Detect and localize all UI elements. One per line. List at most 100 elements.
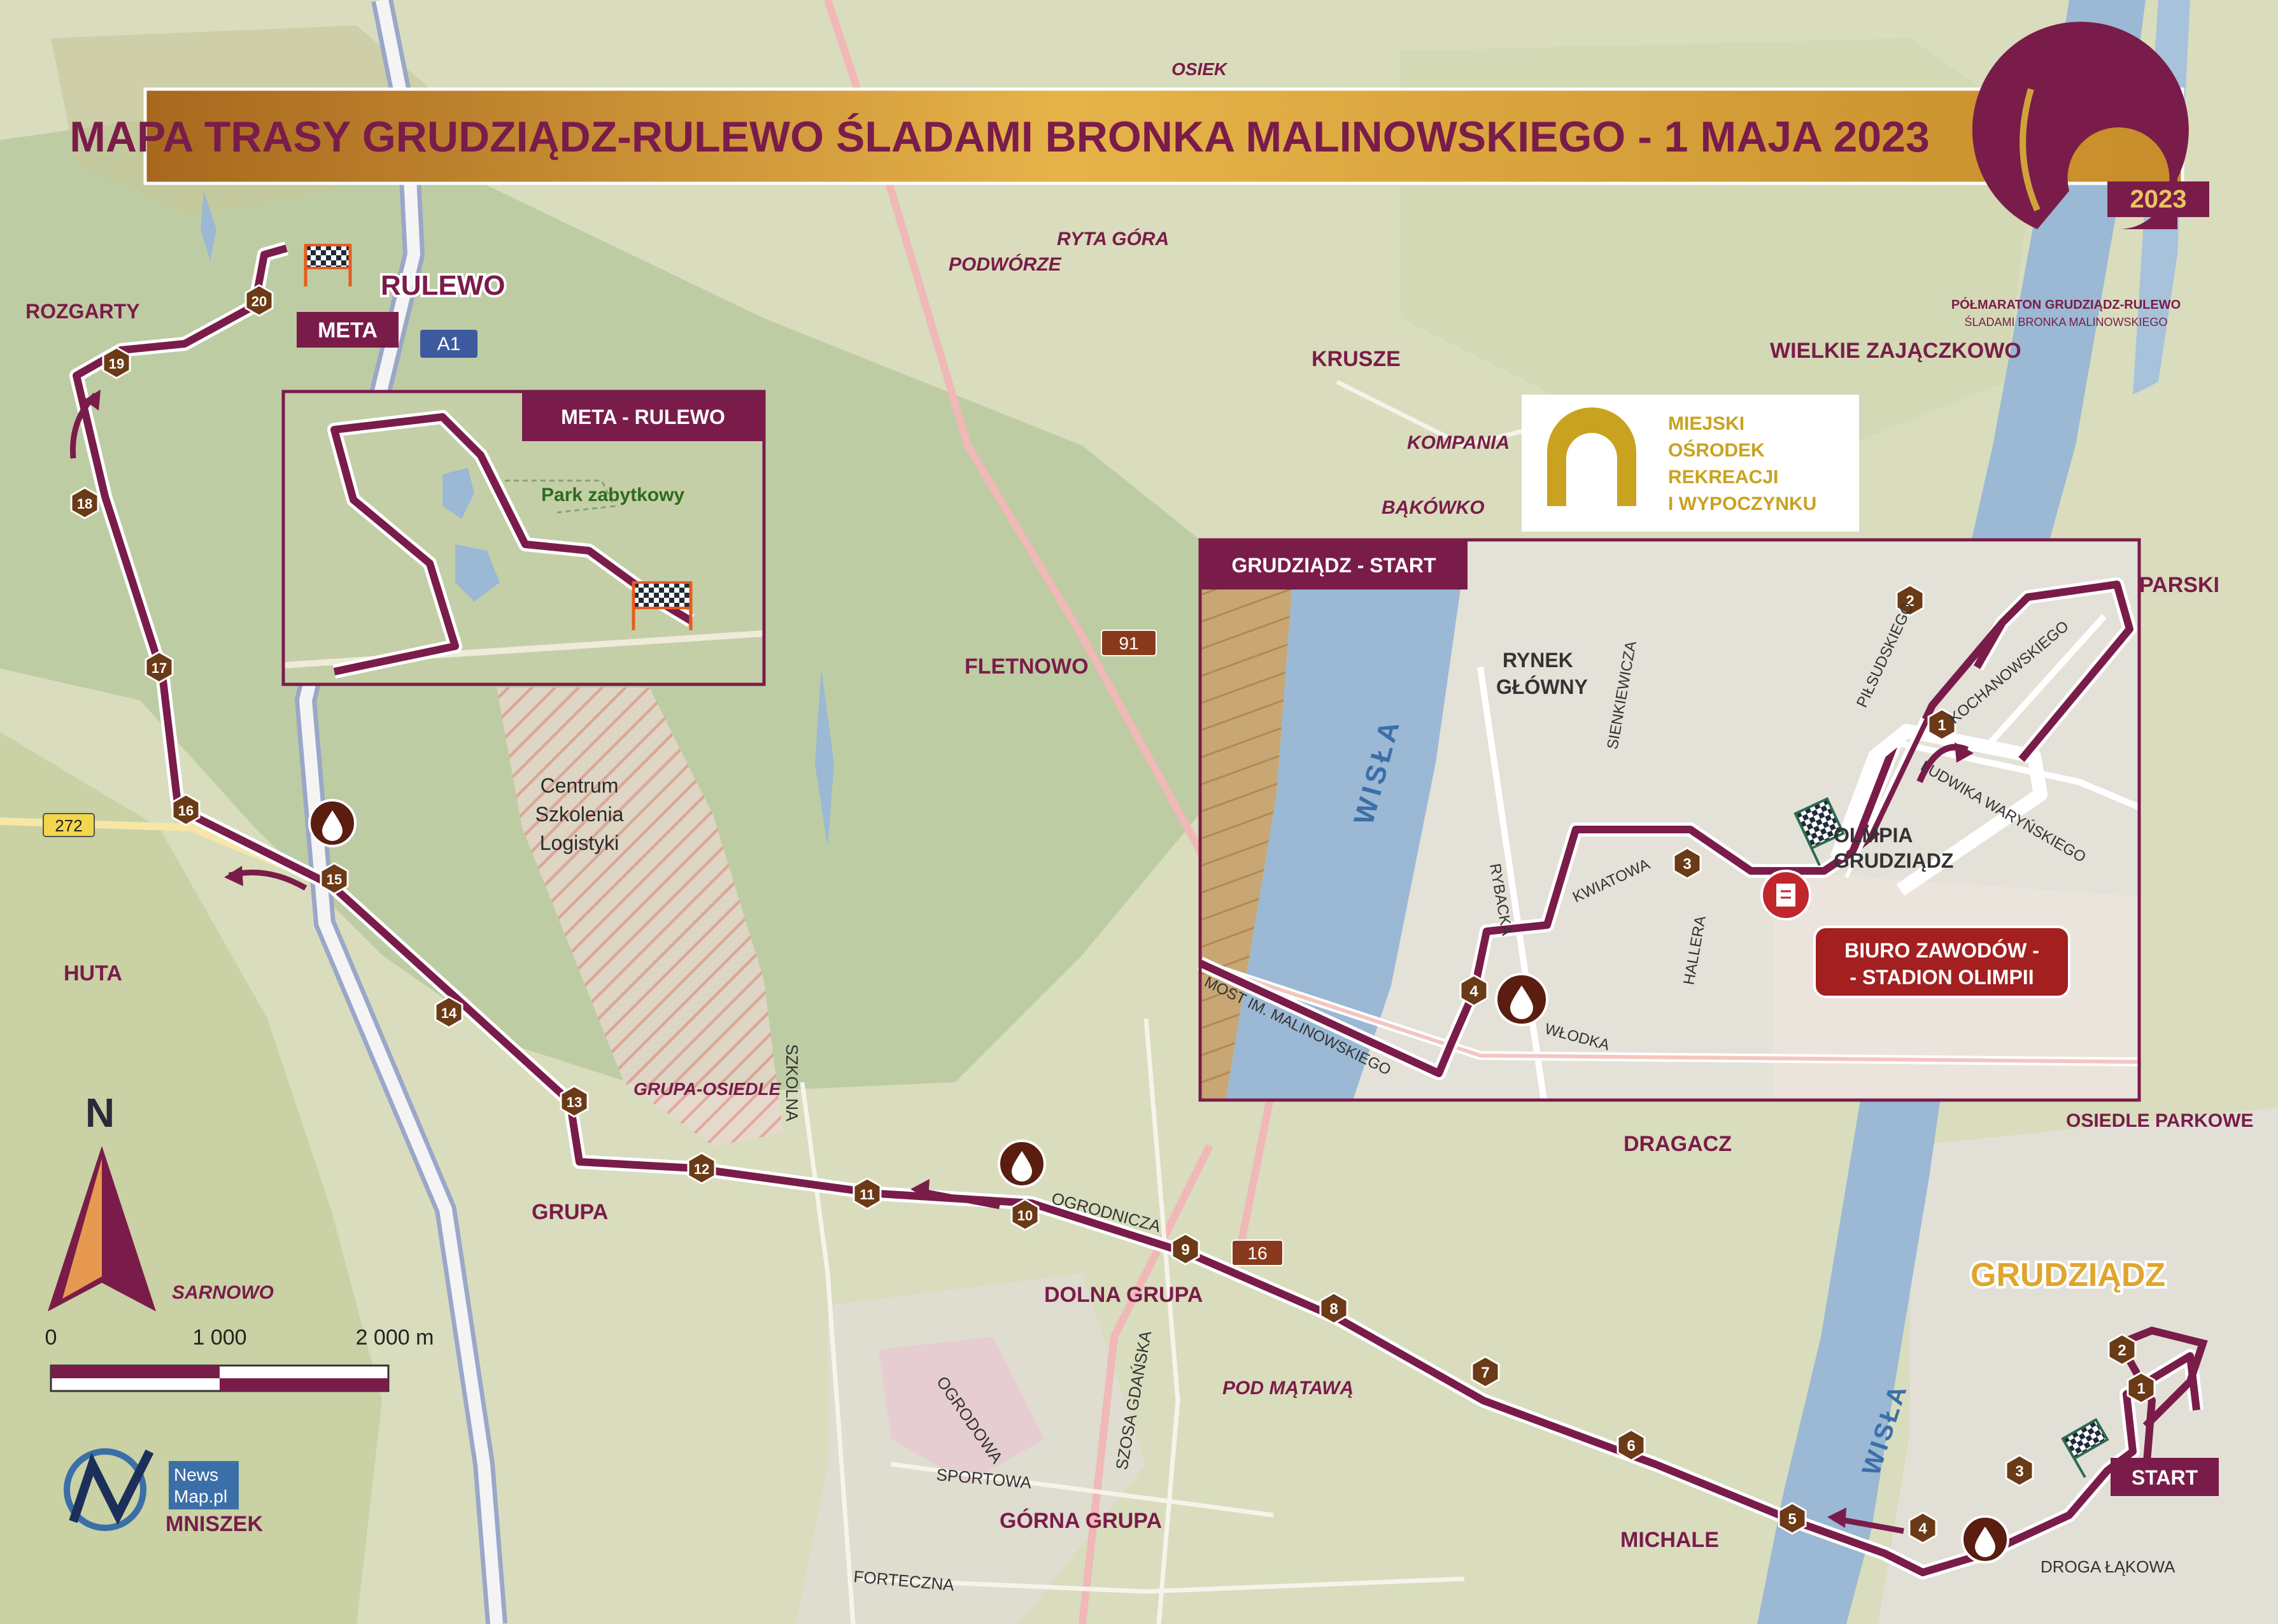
label-ryta-gora: RYTA GÓRA: [1057, 228, 1169, 250]
label-grupa-osiedle: GRUPA-OSIEDLE: [633, 1079, 782, 1099]
km-marker: 19: [102, 346, 131, 379]
km-marker: 6: [1617, 1429, 1646, 1462]
km-marker: 8: [1319, 1292, 1348, 1325]
svg-text:12: 12: [694, 1161, 709, 1177]
svg-text:START: START: [2132, 1466, 2198, 1489]
sponsor-box: MIEJSKI OŚRODEK REKREACJI I WYPOCZYNKU: [1522, 395, 1859, 532]
svg-text:Centrum: Centrum: [541, 774, 619, 797]
svg-text:18: 18: [77, 496, 92, 512]
label-olimpia: OLMPIA: [1834, 824, 1913, 847]
water-station-icon: [308, 799, 357, 847]
finish-flag-icon: [632, 581, 693, 630]
label-dolna-grupa: DOLNA GRUPA: [1044, 1283, 1203, 1307]
svg-text:1: 1: [2137, 1380, 2145, 1397]
street-szkolna: SZKOLNA: [782, 1044, 802, 1122]
svg-text:A1: A1: [437, 334, 461, 355]
svg-text:Logistyki: Logistyki: [540, 831, 619, 854]
north-label: N: [85, 1090, 115, 1136]
label-huta: HUTA: [64, 961, 122, 985]
svg-text:10: 10: [1017, 1208, 1033, 1224]
label-michale: MICHALE: [1620, 1528, 1719, 1552]
svg-text:5: 5: [1788, 1511, 1796, 1528]
sponsor-logo-icon: [1547, 407, 1636, 506]
finish-flag-icon: [304, 244, 352, 286]
inset-finish-header: META - RULEWO: [561, 406, 725, 428]
start-tag: START: [2111, 1458, 2219, 1496]
svg-text:14: 14: [441, 1005, 457, 1021]
start-loop: [2114, 1326, 2208, 1478]
km-marker: 18: [70, 486, 99, 519]
svg-text:4: 4: [1918, 1520, 1927, 1537]
svg-text:17: 17: [152, 660, 167, 676]
svg-text:2: 2: [2118, 1342, 2126, 1359]
label-mniszek: MNISZEK: [166, 1512, 263, 1536]
km-marker: 13: [560, 1085, 589, 1118]
direction-arrow-head: [910, 1179, 930, 1199]
scale-label-2000: 2 000 m: [356, 1325, 434, 1350]
km-marker: 14: [434, 996, 463, 1029]
svg-text:8: 8: [1329, 1301, 1338, 1318]
road-local: [800, 1082, 856, 1624]
svg-text:11: 11: [860, 1187, 874, 1203]
svg-text:BIURO ZAWODÓW -: BIURO ZAWODÓW -: [1844, 939, 2039, 962]
svg-text:4: 4: [1469, 983, 1478, 1000]
event-logo: 2023 PÓŁMARATON GRUDZIĄDZ-RULEWO ŚLADAMI…: [1951, 22, 2209, 328]
pink-area: [879, 1337, 1044, 1483]
inset-km-marker: 4: [1459, 974, 1489, 1007]
inset-km-marker: 1: [1927, 708, 1956, 741]
km-marker: 11: [852, 1177, 882, 1210]
label-sarnowo: SARNOWO: [172, 1282, 274, 1303]
direction-arrow-head: [1862, 823, 1880, 849]
label-osiedle-parkowe: OSIEDLE PARKOWE: [2066, 1110, 2253, 1131]
label-bakowko: BĄKÓWKO: [1382, 497, 1485, 518]
water-station-icon: [1495, 973, 1548, 1026]
km-marker: 10: [1010, 1198, 1040, 1231]
svg-text:1: 1: [1937, 717, 1946, 734]
road-local: [859, 1576, 1465, 1594]
km-marker: 15: [320, 862, 349, 895]
label-rozgarty: ROZGARTY: [25, 300, 140, 323]
registration-office-icon: [1760, 870, 1811, 921]
title-banner: MAPA TRASY GRUDZIĄDZ-RULEWO ŚLADAMI BRON…: [69, 87, 2184, 185]
scale-bar: 0 1 000 2 000 m: [45, 1325, 434, 1392]
direction-arrow-head: [1827, 1507, 1846, 1528]
label-olimpia-2: GRUDZIĄDZ: [1834, 849, 1953, 872]
km-marker: 16: [171, 793, 201, 826]
svg-text:6: 6: [1627, 1437, 1635, 1455]
street-droga-lakowa: DROGA ŁĄKOWA: [2041, 1557, 2175, 1576]
label-osiek: OSIEK: [1171, 59, 1228, 79]
svg-text:3: 3: [2015, 1463, 2023, 1480]
label-grupa: GRUPA: [532, 1200, 608, 1224]
svg-text:272: 272: [55, 816, 82, 835]
svg-text:7: 7: [1481, 1364, 1489, 1381]
north-arrow: N: [48, 1090, 156, 1311]
inset-finish: Park zabytkowy META - RULEWO: [281, 390, 766, 686]
svg-text:2: 2: [1906, 593, 1914, 610]
label-parski: PARSKI: [2139, 573, 2219, 597]
park-label: Park zabytkowy: [541, 484, 684, 505]
direction-arrow-head: [1955, 742, 1974, 763]
forest-area-west: [0, 732, 382, 1624]
logo-line1: PÓŁMARATON GRUDZIĄDZ-RULEWO: [1951, 297, 2181, 312]
start-flag-icon: [1793, 797, 1845, 866]
road-shield-91: 91: [1101, 630, 1157, 656]
restricted-zone: [497, 688, 783, 1146]
svg-text:3: 3: [1683, 856, 1691, 873]
km-marker: 9: [1171, 1232, 1200, 1266]
svg-text:News: News: [174, 1465, 218, 1485]
inset-km-marker: 3: [1673, 847, 1702, 880]
newsmap-watermark: News Map.pl: [64, 1448, 239, 1531]
km-marker: 12: [687, 1152, 716, 1185]
svg-text:MIEJSKI: MIEJSKI: [1668, 413, 1744, 434]
km-marker: 1: [2126, 1371, 2156, 1404]
label-wielkie-zajaczkowo: WIELKIE ZAJĄCZKOWO: [1770, 339, 2021, 363]
road-local: [891, 1462, 1274, 1518]
km-marker: 17: [145, 651, 174, 684]
label-centrum: Centrum Szkolenia Logistyki: [535, 774, 624, 854]
svg-text:19: 19: [109, 356, 124, 372]
road-local: [1143, 1018, 1180, 1624]
water-station-icon: [998, 1140, 1046, 1188]
road-16: [1079, 1144, 1213, 1624]
label-podworze: PODWÓRZE: [949, 253, 1062, 275]
scale-label-1000: 1 000: [192, 1325, 246, 1350]
